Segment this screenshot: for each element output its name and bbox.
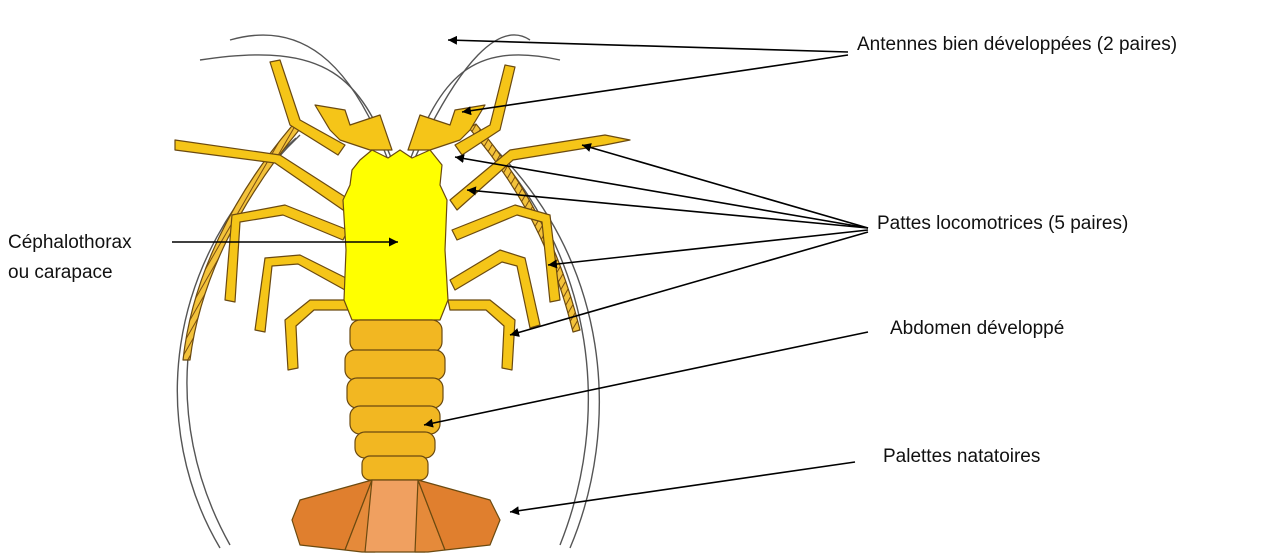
label-pattes: Pattes locomotrices (5 paires): [877, 213, 1128, 234]
lobster-illustration: [175, 35, 630, 552]
tail-fan: [292, 480, 500, 552]
arrow-antennes-1: [448, 40, 848, 52]
label-cephalothorax: Céphalothorax: [8, 232, 132, 253]
label-antennes: Antennes bien développées (2 paires): [857, 34, 1177, 55]
arrow-pattes-4: [548, 230, 868, 265]
carapace: [343, 150, 448, 320]
abdomen: [345, 320, 445, 480]
arrow-abdomen: [424, 332, 868, 425]
label-abdomen: Abdomen développé: [890, 318, 1064, 339]
arrow-palettes: [510, 462, 855, 512]
arrow-antennes-2: [462, 55, 848, 112]
label-palettes: Palettes natatoires: [883, 446, 1040, 467]
label-carapace: ou carapace: [8, 262, 113, 283]
